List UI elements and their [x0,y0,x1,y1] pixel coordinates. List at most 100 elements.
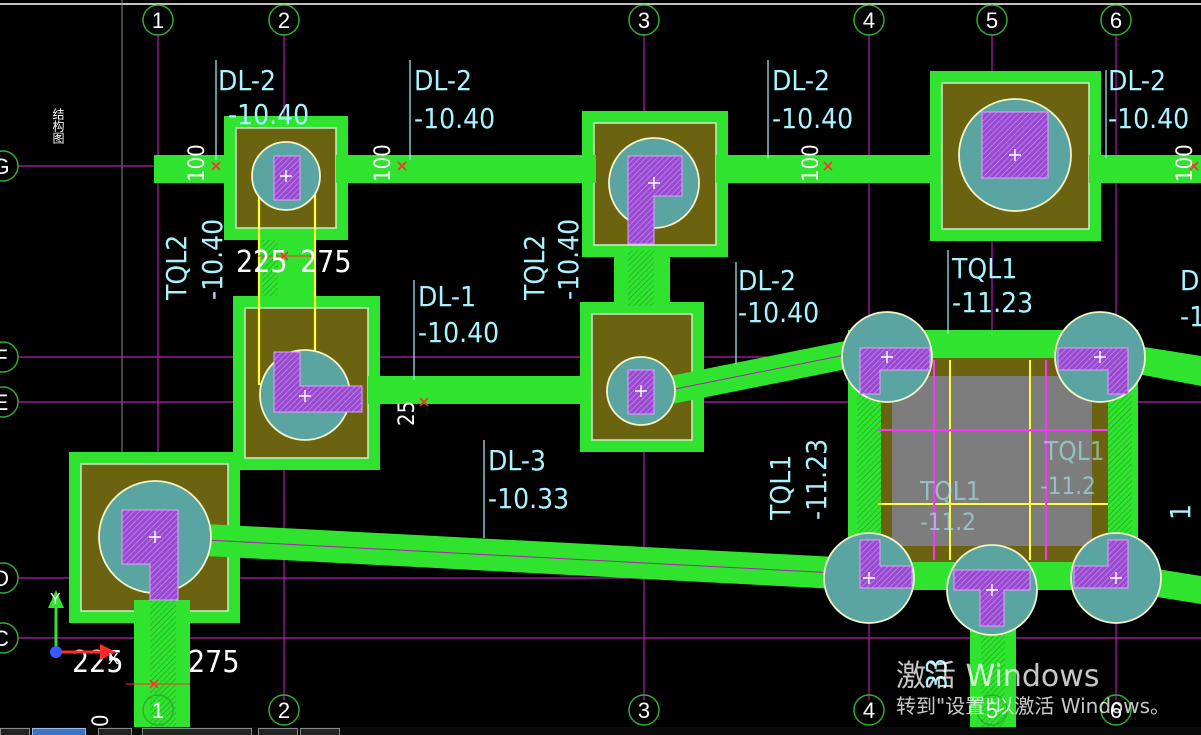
grid-label: 6 [1110,8,1122,33]
layout-tab[interactable] [98,728,132,735]
grid-label: 4 [863,698,875,723]
raft-grid-magenta [878,360,1108,560]
grid-bubble-5[interactable] [976,4,1008,36]
grid-label: 2 [278,698,290,723]
grid-bubble-e[interactable] [0,386,19,418]
grid-bubble-d[interactable] [0,562,19,594]
grid-bubble-2[interactable] [268,4,300,36]
centre-marks [149,149,1122,596]
grid-label: 2 [278,8,290,33]
raft-label: -11.2 [920,508,976,536]
beam-right-f[interactable] [1138,346,1201,386]
beam-elev: -11.23 [952,286,1033,319]
column[interactable] [273,155,301,201]
layout-tab[interactable] [0,728,30,735]
layout-tab[interactable] [258,728,298,735]
beam-label-dl2: DL-2 [738,264,796,297]
column[interactable] [627,369,655,415]
grid-label: 3 [638,698,650,723]
dimension-275: 275 [188,645,240,680]
dimension-100: 100 [371,144,396,182]
ucs-x-label: X [108,651,119,668]
grid-bubble-labels: 1 2 3 4 5 6 1 2 3 4 5 6 G F E D C [0,8,1122,723]
layout-tab-active[interactable] [32,728,86,735]
beam-labels: DL-2 -10.40 DL-2 -10.40 DL-2 -10.40 DL-2… [218,64,1201,515]
grid-bubbles-bottom[interactable] [142,694,1132,726]
grid-label: 5 [986,698,998,723]
beam-elev: -10.40 [418,316,499,349]
grid-label: E [0,390,8,415]
grid-bubble-g[interactable] [0,150,19,182]
grid-bubble-1[interactable] [142,4,174,36]
grid-bubble-5-bottom[interactable] [976,694,1008,726]
grid-label: 1 [152,8,164,33]
columns[interactable] [121,111,1129,627]
column[interactable] [1073,539,1129,589]
column[interactable] [859,347,931,395]
dimension-275: 275 [300,245,352,280]
column[interactable] [273,351,363,413]
grid-bubble-4-bottom[interactable] [853,694,885,726]
beam-elev: -10.40 [772,102,853,135]
beam-elev: -10.40 [552,219,585,300]
raft-inner-labels: TQL1 -11.2 TQL1 -11.2 [919,437,1105,536]
column[interactable] [981,111,1049,179]
raft-label: -11.2 [1040,472,1096,500]
grid-label: G [0,154,10,179]
column[interactable] [627,155,683,245]
beam-elev: -10.40 [196,219,229,300]
beam-label-dl2: DL-2 [218,64,276,97]
beam-label-tql1: 1 [1164,504,1197,520]
beam-g-5-right[interactable] [1089,155,1201,183]
column[interactable] [859,539,913,589]
beam-label-partial: -1 [1180,300,1201,333]
layout-tab[interactable] [300,728,340,735]
grid-bubble-6-bottom[interactable] [1100,694,1132,726]
dimension-225: 225 [236,245,288,280]
column[interactable] [121,509,179,601]
grid-bubble-2-bottom[interactable] [268,694,300,726]
beam-label-dl3: DL-3 [488,444,546,477]
column[interactable] [953,569,1031,627]
beam-elev: -11.23 [800,439,833,520]
beam-elev: -10.40 [414,102,495,135]
grid-bubble-1-bottom[interactable] [142,694,174,726]
beam-label-tql2: TQL2 [160,235,193,301]
grid-bubble-3-bottom[interactable] [628,694,660,726]
ucs-y-label: Y [50,591,61,608]
beam-label-dl2: DL-2 [414,64,472,97]
grid-label: 3 [638,8,650,33]
dimension-100: 100 [799,144,824,182]
beam-dl1[interactable] [368,376,582,404]
beam-label-tql2: TQL2 [518,235,551,301]
beam-label-dl2: DL-2 [1108,64,1166,97]
raft-label: TQL1 [1043,437,1105,467]
ucs-icon: Y X [48,590,119,668]
rotated-labels: TQL2 -10.40 TQL2 -10.40 TQL1 -11.23 1 33… [160,144,1198,690]
beam-label-dl1: DL-1 [418,280,476,313]
partial-zero: 0 [89,714,114,727]
beam-elev: -10.33 [488,482,569,515]
grid-bubble-4[interactable] [853,4,885,36]
annotation-leaders [215,60,1107,538]
beam-elev: -10.40 [738,296,819,329]
beam-elev: -10.40 [1108,102,1189,135]
grid-label: 4 [863,8,875,33]
grid-bubbles-left[interactable] [0,150,19,654]
grid-label: 6 [1110,698,1122,723]
grid-bubble-6[interactable] [1100,4,1132,36]
dimension-100: 100 [185,144,210,182]
layout-tab[interactable] [142,728,252,735]
grid-bubble-f[interactable] [0,341,19,373]
grid-bubbles-top[interactable] [142,4,1132,36]
beam-g-2-3[interactable] [336,155,596,183]
beam-label-dl2: DL-2 [772,64,830,97]
beam-elev: -10.40 [228,98,309,131]
dimension-25: 25 [395,401,420,426]
grid-bubble-c[interactable] [0,622,19,654]
column[interactable] [1057,347,1129,395]
grid-label: F [0,345,8,370]
grid-bubble-3[interactable] [628,4,660,36]
